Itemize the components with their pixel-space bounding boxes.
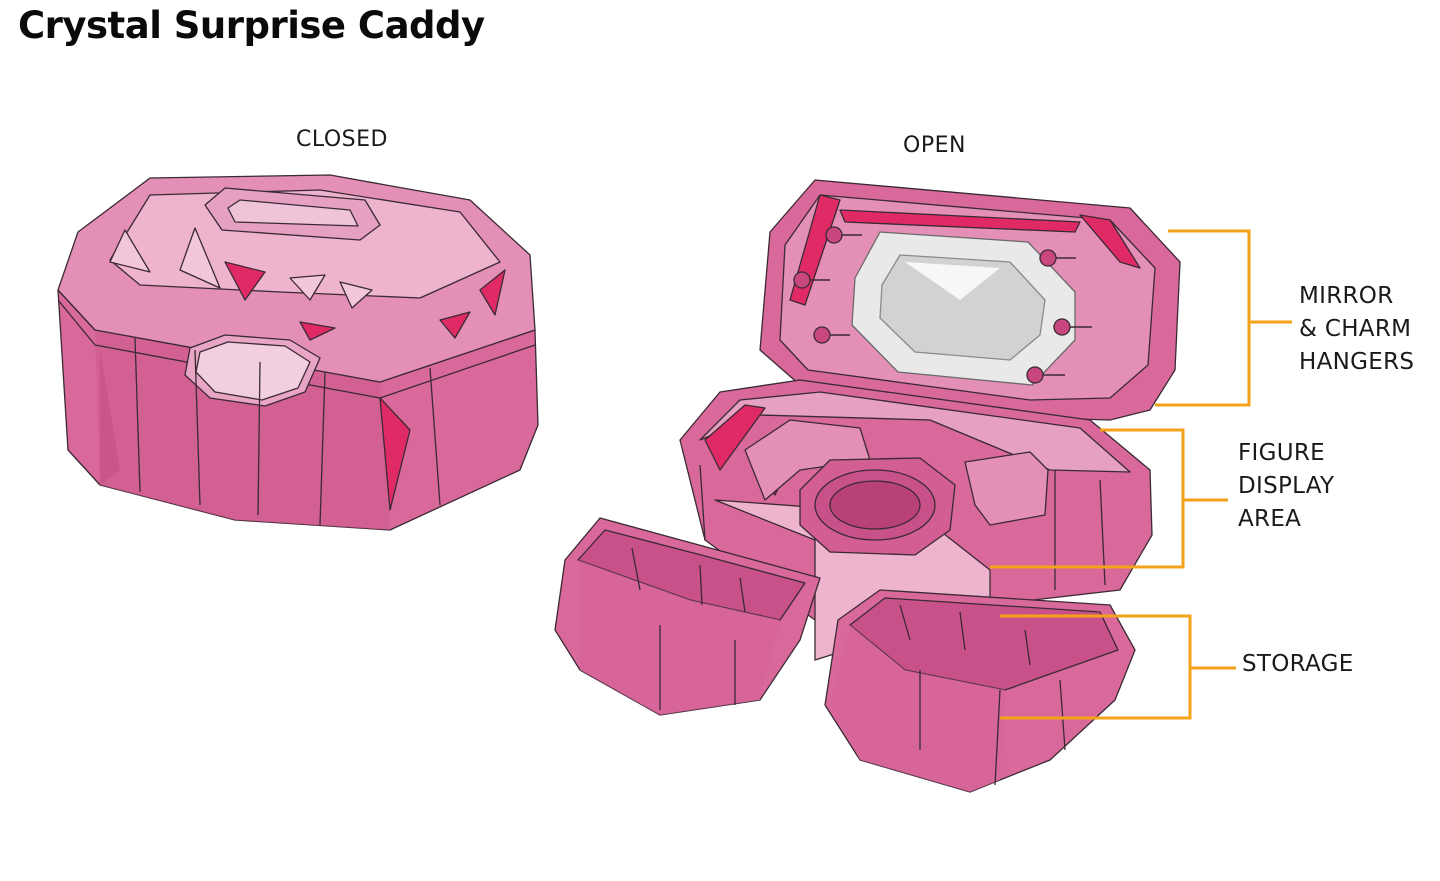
- figure-callout-line-2: DISPLAY: [1238, 473, 1335, 499]
- figure-callout-line-1: FIGURE: [1238, 440, 1325, 466]
- closed-caddy-drawing: [57, 174, 539, 531]
- callout-brackets: [990, 229, 1292, 720]
- mirror-callout-line-2: & CHARM: [1299, 316, 1412, 342]
- closed-view-label: CLOSED: [296, 127, 388, 152]
- open-view-label: OPEN: [903, 133, 966, 158]
- figure-callout-line-3: AREA: [1238, 506, 1302, 532]
- page-title: Crystal Surprise Caddy: [18, 4, 485, 47]
- storage-tray-left-drawing: [554, 517, 821, 716]
- open-lid-drawing: [759, 179, 1181, 421]
- mirror-bracket: [1155, 229, 1251, 407]
- open-base-drawing: [679, 379, 1153, 661]
- figure-callout: FIGURE DISPLAY AREA: [1238, 437, 1334, 536]
- storage-callout-line-1: STORAGE: [1242, 651, 1354, 677]
- storage-callout: STORAGE: [1242, 648, 1354, 681]
- mirror-callout-line-1: MIRROR: [1299, 283, 1394, 309]
- storage-tray-right-drawing: [824, 589, 1136, 793]
- mirror-callout: MIRROR & CHARM HANGERS: [1299, 280, 1414, 379]
- mirror-callout-line-3: HANGERS: [1299, 349, 1415, 375]
